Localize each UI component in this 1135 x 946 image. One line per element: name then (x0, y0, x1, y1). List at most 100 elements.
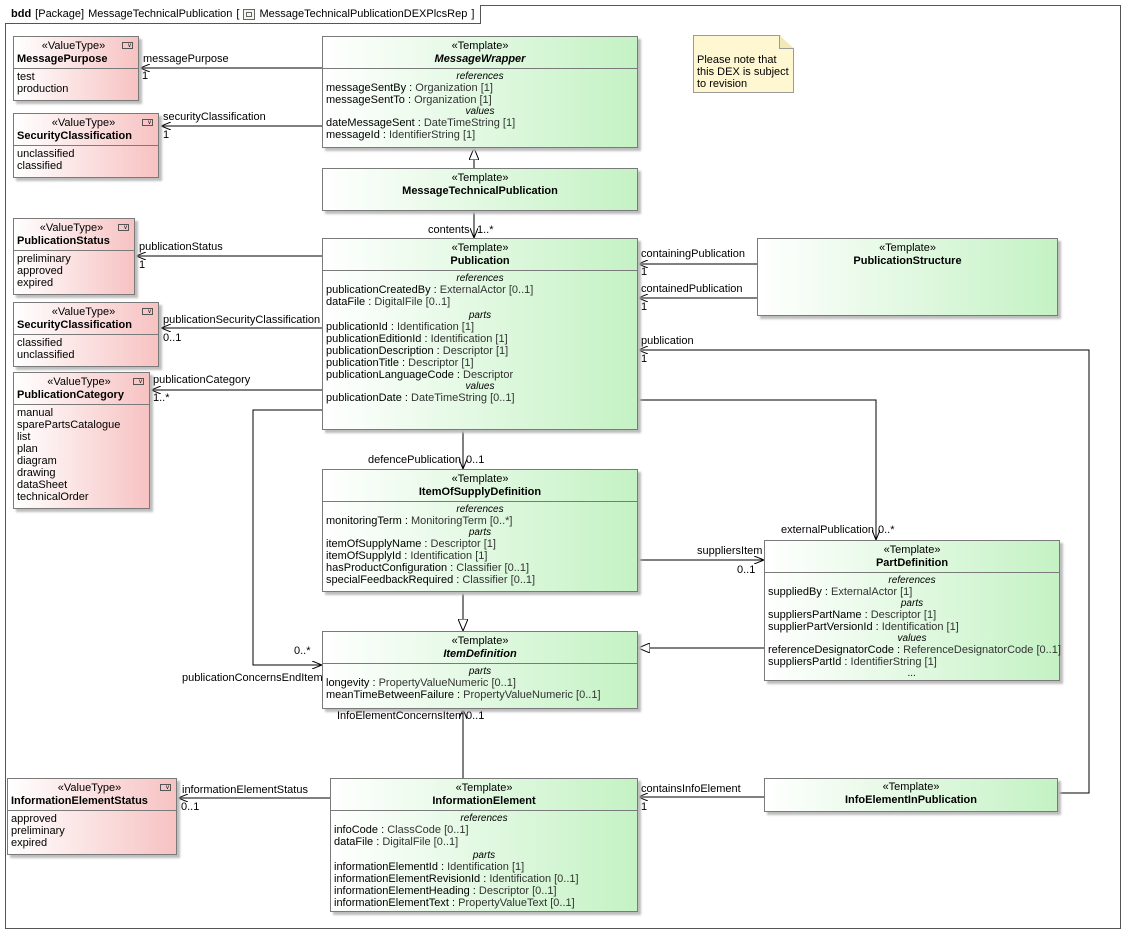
valuetype-name: SecurityClassification (17, 319, 132, 331)
stereotype: «ValueType» (41, 40, 106, 52)
section-title: references (456, 504, 504, 515)
valuetype-name: PublicationCategory (17, 389, 124, 401)
role-label: containsInfoElement (641, 783, 741, 795)
valuetype-publication-category[interactable]: v «ValueType» PublicationCategory manual… (13, 372, 150, 509)
multiplicity-label: 0..1 (181, 801, 200, 813)
property-row: publicationDescription : Descriptor [1] (326, 345, 509, 357)
valuetype-information-element-status[interactable]: v «ValueType» InformationElementStatus a… (7, 778, 177, 855)
property-row: itemOfSupplyId : Identification [1] (326, 550, 488, 562)
multiplicity-label: 1 (641, 801, 648, 813)
block-message-wrapper[interactable]: «Template» MessageWrapper references mes… (322, 36, 638, 148)
valuetype-name: MessagePurpose (17, 53, 108, 65)
multiplicity-label: 1..* (477, 224, 494, 236)
property-row: dataFile : DigitalFile [0..1] (334, 836, 459, 848)
multiplicity-label: 1 (142, 70, 149, 82)
section-title: parts (472, 850, 496, 861)
block-name: MessageWrapper (434, 53, 526, 65)
section-title: parts (468, 666, 492, 677)
enum-literal: test (17, 71, 35, 83)
block-name: MessageTechnicalPublication (402, 185, 558, 197)
valuetype-security-classification[interactable]: v «ValueType» SecurityClassification unc… (13, 113, 159, 178)
property-row: dateMessageSent : DateTimeString [1] (326, 117, 516, 129)
multiplicity-label: 0..1 (466, 454, 485, 466)
section-title: references (456, 273, 504, 284)
enumeration-icon: v (122, 42, 133, 49)
section-title: values (465, 381, 495, 392)
block-name: Publication (450, 255, 510, 267)
block-information-element[interactable]: «Template» InformationElement references… (330, 778, 638, 912)
stereotype: «Template» (882, 781, 940, 793)
property-row: publicationLanguageCode : Descriptor (326, 369, 514, 381)
enum-literal: technicalOrder (17, 491, 89, 503)
block-info-element-in-publication[interactable]: «Template» InfoElementInPublication (764, 778, 1058, 812)
block-name: PublicationStructure (853, 255, 962, 267)
property-row: referenceDesignatorCode : ReferenceDesig… (768, 644, 1061, 656)
literals-compartment: unclassified classified (14, 145, 158, 174)
diagram-element-kind: [Package] (35, 8, 85, 20)
property-row: suppliersPartName : Descriptor [1] (768, 609, 937, 621)
property-row: monitoringTerm : MonitoringTerm [0..*] (326, 515, 513, 527)
enumeration-icon: v (142, 119, 153, 126)
more-indicator: ... (907, 668, 917, 679)
literals-compartment: classified unclassified (14, 334, 158, 363)
valuetype-message-purpose[interactable]: v «ValueType» MessagePurpose test produc… (13, 36, 139, 101)
enum-literal: preliminary (17, 253, 71, 265)
property-row: publicationEditionId : Identification [1… (326, 333, 508, 345)
valuetype-name: PublicationStatus (17, 235, 110, 247)
property-row: messageId : IdentifierString [1] (326, 129, 476, 141)
literals-compartment: test production (14, 68, 138, 97)
stereotype: «Template» (451, 473, 509, 485)
block-name: ItemDefinition (443, 648, 517, 660)
valuetype-publication-security-classification[interactable]: v «ValueType» SecurityClassification cla… (13, 302, 159, 367)
property-row: supplierPartVersionId : Identification [… (768, 621, 959, 633)
compartment: references messageSentBy : Organization … (323, 68, 637, 143)
role-label: securityClassification (163, 111, 266, 123)
block-publication[interactable]: «Template» Publication references public… (322, 238, 638, 430)
block-name: PartDefinition (875, 557, 949, 569)
multiplicity-label: 0..1 (737, 564, 756, 576)
section-title: parts (900, 598, 924, 609)
valuetype-publication-status[interactable]: v «ValueType» PublicationStatus prelimin… (13, 218, 135, 295)
property-row: informationElementRevisionId : Identific… (334, 873, 579, 885)
property-row: meanTimeBetweenFailure : PropertyValueNu… (326, 689, 601, 701)
property-row: specialFeedbackRequired : Classifier [0.… (326, 574, 536, 586)
stereotype: «Template» (451, 172, 509, 184)
role-label: externalPublication (781, 524, 874, 536)
property-row: messageSentTo : Organization [1] (326, 94, 492, 106)
compartment: parts longevity : PropertyValueNumeric [… (323, 663, 637, 703)
diagram-icon (243, 8, 256, 20)
multiplicity-label: 0..1 (466, 710, 485, 722)
property-row: itemOfSupplyName : Descriptor [1] (326, 538, 496, 550)
block-name: InformationElement (432, 795, 536, 807)
multiplicity-label: 0..* (878, 524, 895, 536)
literals-compartment: approved preliminary expired (8, 810, 176, 851)
block-item-of-supply-definition[interactable]: «Template» ItemOfSupplyDefinition refere… (322, 469, 638, 592)
role-label: messagePurpose (143, 53, 229, 65)
section-title: values (465, 106, 495, 117)
block-message-technical-publication[interactable]: «Template» MessageTechnicalPublication (322, 168, 638, 211)
section-title: references (888, 575, 936, 586)
stereotype: «ValueType» (51, 306, 116, 318)
enumeration-icon: v (118, 224, 129, 231)
literals-compartment: manual sparePartsCatalogue list plan dia… (14, 404, 149, 505)
multiplicity-label: 1 (641, 301, 648, 313)
property-row: informationElementText : PropertyValueTe… (334, 897, 575, 909)
enum-literal: diagram (17, 455, 57, 467)
stereotype: «Template» (879, 242, 936, 254)
block-item-definition[interactable]: «Template» ItemDefinition parts longevit… (322, 631, 638, 709)
block-publication-structure[interactable]: «Template» PublicationStructure (757, 238, 1058, 316)
enum-literal: production (17, 83, 69, 95)
property-row: informationElementHeading : Descriptor [… (334, 885, 557, 897)
literals-compartment: preliminary approved expired (14, 250, 134, 291)
note[interactable]: Please note that this DEX is subject to … (693, 35, 794, 93)
compartment: references infoCode : ClassCode [0..1] d… (331, 810, 637, 911)
enum-literal: approved (11, 813, 57, 825)
block-part-definition[interactable]: «Template» PartDefinition references sup… (764, 540, 1061, 681)
multiplicity-label: 1 (163, 129, 170, 141)
property-row: publicationDate : DateTimeString [0..1] (326, 392, 515, 404)
diagram-package-name: MessageTechnicalPublication (88, 8, 233, 20)
enum-literal: list (17, 431, 31, 443)
enum-literal: approved (17, 265, 63, 277)
section-title: values (897, 633, 927, 644)
compartment: references publicationCreatedBy : Extern… (323, 270, 637, 406)
